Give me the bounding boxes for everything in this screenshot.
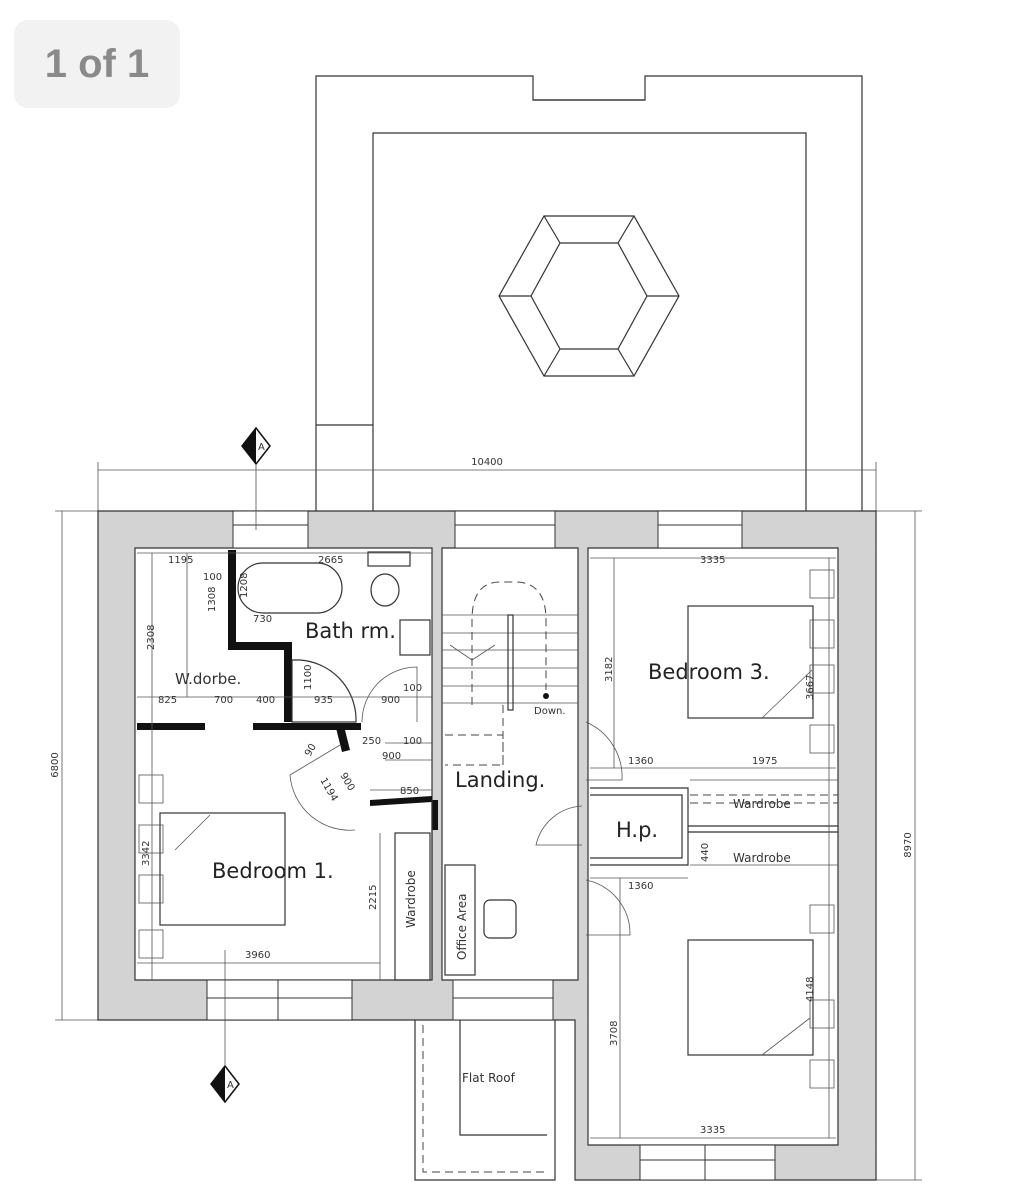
- svg-text:3342: 3342: [141, 841, 152, 866]
- shower: [291, 659, 357, 723]
- dimension-labels: 1195 2665 100 1308 1208 730 2308 1100 93…: [141, 555, 816, 1136]
- room-label-landing: Landing.: [455, 768, 545, 792]
- svg-text:1308: 1308: [207, 587, 218, 612]
- flat-roof-label: Flat Roof: [462, 1071, 516, 1085]
- flat-roof: Flat Roof: [414, 1020, 556, 1181]
- overall-dimensions: 10400 6800 8970: [50, 457, 922, 1181]
- bed-bedroom1: [159, 812, 286, 926]
- hexagon-skylight: [498, 215, 680, 377]
- svg-text:900: 900: [381, 695, 400, 706]
- svg-text:3335: 3335: [700, 555, 725, 566]
- svg-text:Wardrobe: Wardrobe: [404, 870, 418, 928]
- toilet: [367, 551, 411, 607]
- svg-text:3960: 3960: [245, 950, 270, 961]
- label-wardrobe-b2: Wardrobe: [733, 851, 791, 865]
- room-label-hot-press: H.p.: [616, 818, 658, 842]
- inner-dimension-lines: [137, 552, 836, 1139]
- svg-text:1195: 1195: [168, 555, 193, 566]
- room-label-bathroom: Bath rm.: [305, 619, 396, 643]
- doors: [289, 666, 631, 936]
- svg-text:1100: 1100: [303, 665, 314, 690]
- svg-text:2665: 2665: [318, 555, 343, 566]
- svg-text:250: 250: [362, 736, 381, 747]
- svg-text:A: A: [258, 442, 265, 453]
- bedside-tables: [138, 569, 835, 1089]
- svg-text:3708: 3708: [609, 1021, 620, 1046]
- svg-text:900: 900: [337, 771, 356, 793]
- wardrobe-bedroom1: Wardrobe: [394, 832, 431, 981]
- svg-text:Down.: Down.: [534, 706, 566, 717]
- svg-text:2308: 2308: [146, 625, 157, 650]
- svg-text:1975: 1975: [752, 756, 777, 767]
- dim-overall-width: 10400: [471, 457, 503, 468]
- staircase: Down.: [442, 581, 578, 766]
- svg-text:1194: 1194: [317, 776, 339, 804]
- svg-text:100: 100: [203, 572, 222, 583]
- windows: [206, 510, 776, 1181]
- section-marker-top: A: [241, 426, 271, 530]
- svg-text:Office Area: Office Area: [455, 894, 469, 960]
- svg-text:825: 825: [158, 695, 177, 706]
- office-desk: Office Area: [444, 864, 517, 976]
- svg-text:A: A: [227, 1080, 234, 1091]
- svg-text:6800: 6800: [50, 752, 61, 777]
- svg-text:90: 90: [303, 742, 319, 759]
- svg-text:8970: 8970: [903, 832, 914, 857]
- svg-text:3182: 3182: [604, 657, 615, 682]
- svg-text:100: 100: [403, 736, 422, 747]
- label-wardrobe-b3: Wardrobe: [733, 797, 791, 811]
- basin: [399, 619, 431, 656]
- bed-bedroom3: [687, 605, 814, 719]
- svg-text:100: 100: [403, 683, 422, 694]
- svg-text:4148: 4148: [805, 977, 816, 1002]
- internal-walls: [137, 550, 438, 980]
- svg-text:400: 400: [256, 695, 275, 706]
- svg-text:850: 850: [400, 786, 419, 797]
- bathtub: [237, 562, 343, 614]
- svg-text:730: 730: [253, 614, 272, 625]
- room-label-bedroom1: Bedroom 1.: [212, 859, 334, 883]
- hot-press: [590, 779, 838, 866]
- svg-text:440: 440: [700, 843, 711, 862]
- section-marker-bottom: A: [210, 950, 240, 1104]
- room-label-wardrobe: W.dorbe.: [175, 670, 241, 688]
- bed-bedroom2: [687, 939, 814, 1056]
- svg-text:1208: 1208: [239, 573, 250, 598]
- svg-text:1360: 1360: [628, 756, 653, 767]
- svg-text:1360: 1360: [628, 881, 653, 892]
- svg-text:935: 935: [314, 695, 333, 706]
- stairs-down-marker: [543, 693, 549, 699]
- svg-text:3335: 3335: [700, 1125, 725, 1136]
- svg-text:700: 700: [214, 695, 233, 706]
- svg-text:2215: 2215: [368, 885, 379, 910]
- svg-text:900: 900: [382, 751, 401, 762]
- page-indicator: 1 of 1: [14, 20, 180, 108]
- roof-terrace: [315, 75, 863, 511]
- room-label-bedroom3: Bedroom 3.: [648, 660, 770, 684]
- svg-text:3667: 3667: [805, 675, 816, 700]
